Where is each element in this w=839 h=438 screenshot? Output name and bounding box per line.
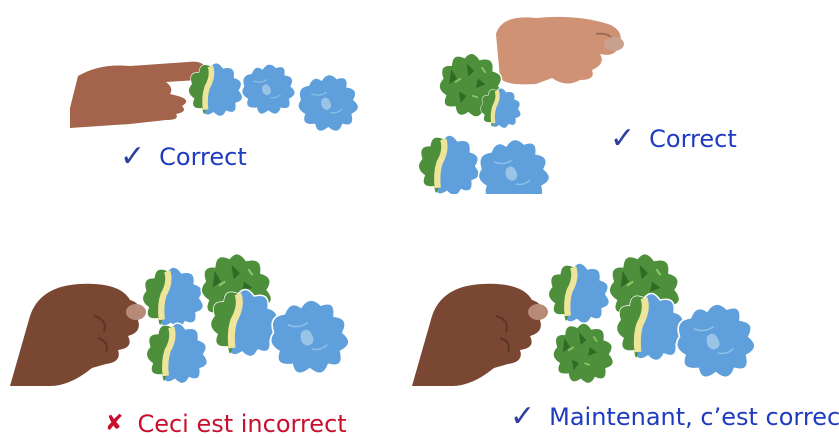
puzzle-piece (549, 263, 609, 323)
puzzle-scene-1 (70, 52, 360, 132)
puzzle-piece (269, 299, 350, 375)
puzzle-piece (147, 323, 207, 383)
checkmark-icon: ✓ (610, 121, 636, 156)
panel-bottom-left: ✘ Ceci est incorrect (10, 250, 410, 438)
puzzle-piece (552, 322, 615, 385)
checkmark-icon: ✓ (120, 139, 146, 174)
panel-top-left: ✓ Correct (60, 52, 380, 192)
caption-text: Correct (649, 125, 737, 153)
caption-correct: ✓ Correct (610, 124, 737, 154)
caption-correct: ✓ Correct (120, 142, 247, 172)
checkmark-icon: ✓ (510, 399, 536, 434)
puzzle-piece (477, 138, 551, 194)
puzzle-scene-4 (412, 252, 756, 387)
puzzle-piece (419, 135, 479, 194)
panel-bottom-right: ✓ Maintenant, c’est correct (412, 250, 839, 437)
puzzle-piece (675, 303, 756, 379)
panel-top-right: ✓ Correct (410, 14, 830, 194)
fist-hand (412, 282, 549, 387)
pinching-hand (495, 15, 625, 86)
puzzle-piece (241, 63, 296, 115)
puzzle-scene-2 (410, 15, 625, 194)
caption-correct-now: ✓ Maintenant, c’est correct (510, 402, 839, 432)
cross-icon: ✘ (105, 411, 124, 436)
caption-text: Ceci est incorrect (137, 410, 347, 438)
caption-incorrect: ✘ Ceci est incorrect (105, 410, 347, 438)
puzzle-scene-3 (10, 252, 350, 387)
puzzle-piece (297, 73, 360, 132)
caption-text: Correct (159, 143, 247, 171)
caption-text: Maintenant, c’est correct (549, 403, 839, 431)
puzzle-piece (143, 267, 203, 327)
fist-hand (10, 282, 147, 387)
pointing-hand (70, 61, 207, 128)
